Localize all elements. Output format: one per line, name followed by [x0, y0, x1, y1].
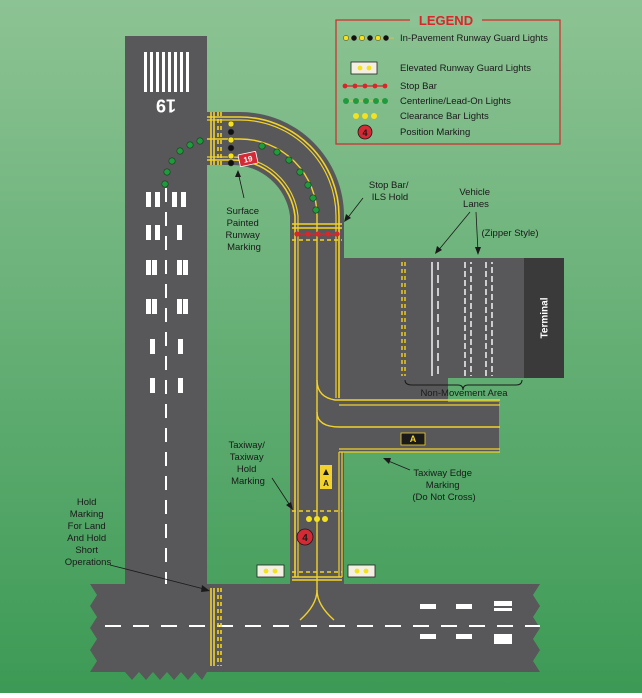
- taxiway-a-sign-horizontal-text: A: [410, 434, 417, 444]
- runway-horizontal: [90, 584, 540, 672]
- runway-end-edge: [125, 672, 207, 680]
- taxiway-lower-edge: [338, 452, 343, 577]
- touchdown-zone-markings: [146, 192, 188, 393]
- taxiway-edge-outer-2: [207, 119, 337, 398]
- legend-label-centerline: Centerline/Lead-On Lights: [400, 96, 511, 107]
- threshold-bars: [144, 52, 189, 92]
- position-marking: 4: [296, 528, 314, 546]
- lahso-hold-dashed: [217, 588, 222, 666]
- hold-dashed-lines: [217, 112, 222, 165]
- taxiway-a-sign-vertical: A: [320, 465, 332, 489]
- legend-stop-bar-symbol: [342, 83, 388, 89]
- ramp: [344, 258, 524, 378]
- callouts: Surface Painted Runway Marking Stop Bar/…: [65, 170, 539, 592]
- vehicle-lanes-label: Vehicle Lanes: [459, 187, 492, 210]
- legend-in-pavement-symbol: [343, 35, 394, 41]
- ils-hold-solid: [292, 223, 342, 229]
- legend-position-number: 4: [362, 128, 367, 138]
- taxiway-hold-label: Taxiway/ Taxiway Hold Marking: [228, 440, 267, 487]
- zipper-style-label: (Zipper Style): [481, 228, 538, 239]
- legend-label-elevated: Elevated Runway Guard Lights: [400, 63, 531, 74]
- in-pavement-guard-lights: [227, 120, 235, 167]
- lahso-hold-solid: [210, 588, 215, 666]
- elevated-guard-lights: [256, 564, 376, 578]
- taxiway-edge-outer: [207, 116, 340, 398]
- taxiway-a-sign-vertical-text: A: [323, 479, 329, 488]
- edge-marking-label: Taxiway Edge Marking (Do Not Cross): [412, 468, 475, 503]
- taxiway-centerline-right-lead: [316, 589, 335, 621]
- runway-designator: 19: [156, 95, 176, 115]
- non-movement-label: Non-Movement Area: [420, 388, 508, 399]
- vehicle-lanes: [431, 262, 493, 376]
- legend-position-symbol: 4: [357, 124, 373, 140]
- taxiway-a-sign-horizontal: A: [400, 432, 426, 446]
- position-marking-number: 4: [302, 533, 308, 544]
- taxiway-curve: [207, 112, 344, 584]
- legend-centerline-symbol: [343, 98, 388, 104]
- taxiway-centerline: [207, 138, 318, 621]
- clearance-bar-lights: [306, 516, 328, 522]
- surface-painted-label: Surface Painted Runway Marking: [226, 206, 263, 253]
- terminal-label: Terminal: [540, 297, 551, 338]
- lahso-label: Hold Marking For Land And Hold Short Ope…: [65, 497, 112, 568]
- runway-hold-sign: 19: [237, 151, 259, 167]
- stop-bar-label: Stop Bar/ ILS Hold: [369, 180, 411, 203]
- legend-elevated-symbol: [350, 61, 378, 75]
- non-movement-boundary: [401, 262, 406, 376]
- runway-hold-sign-text: 19: [243, 154, 254, 165]
- legend-label-in-pavement: In-Pavement Runway Guard Lights: [400, 33, 548, 44]
- legend-label-clearance: Clearance Bar Lights: [400, 111, 489, 122]
- stop-bar: [294, 231, 340, 237]
- taxiway-edge-inner: [207, 159, 296, 577]
- legend: LEGEND In-Pavement Runway Guard Lights E…: [335, 13, 561, 145]
- hold-solid-lines: [210, 112, 215, 165]
- hold-bottom-solid: [292, 576, 342, 581]
- legend-title: LEGEND: [419, 13, 473, 28]
- legend-clearance-symbol: [353, 113, 377, 119]
- legend-label-position: Position Marking: [400, 127, 470, 138]
- runway-h-tdz-markings: [420, 601, 512, 644]
- legend-label-stop-bar: Stop Bar: [400, 81, 437, 92]
- taxiway-markings: [207, 112, 500, 666]
- taxiway-branch-centerline: [316, 379, 500, 401]
- taxiway-a-edge-bottom: [339, 448, 500, 453]
- connector-ramp: [344, 378, 448, 402]
- terminal-building: [524, 258, 564, 378]
- taxiway-a-centerline: [316, 411, 500, 428]
- centerline-leadon-lights: [161, 137, 320, 214]
- runway-markings: 19: [105, 52, 540, 644]
